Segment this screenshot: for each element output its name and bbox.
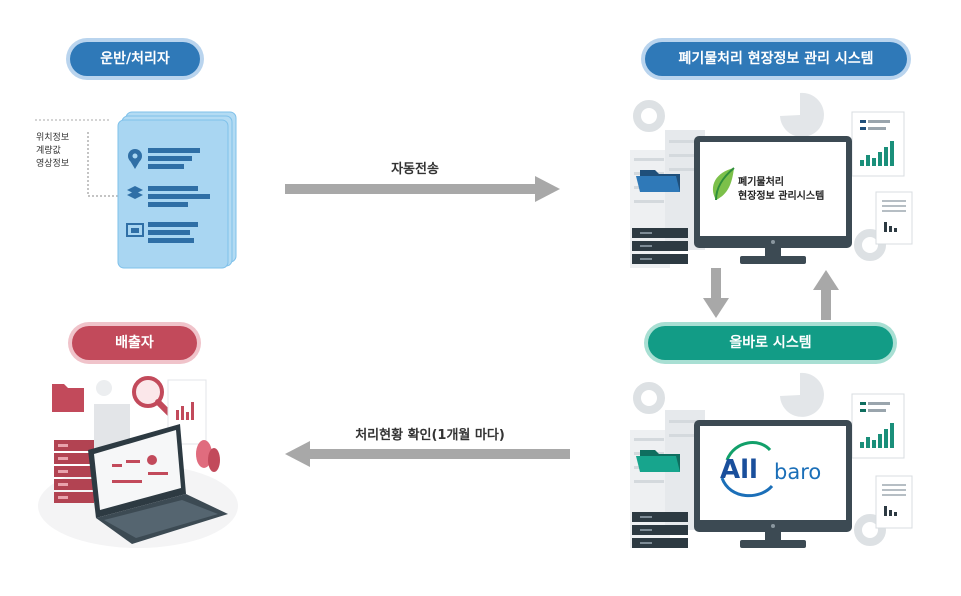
discharger-illustration <box>38 376 238 548</box>
label-auto-transmit: 자동전송 <box>391 162 439 177</box>
device-info-video: 영상정보 <box>36 159 70 169</box>
screen-top-title: 폐기물처리 현장정보 관리시스템 <box>738 176 824 204</box>
node-waste-system: 폐기물처리 현장정보 관리 시스템 <box>645 42 907 76</box>
allbaro-system-illustration <box>630 372 913 548</box>
screen-top-line2: 현장정보 관리시스템 <box>738 191 825 202</box>
node-transporter: 운반/처리자 <box>70 42 200 76</box>
arrow-check-monthly <box>285 441 570 467</box>
label-check-monthly: 처리현황 확인(1개월 마다) <box>355 428 505 443</box>
image-icon <box>126 223 144 237</box>
arrow-auto-transmit <box>285 176 560 202</box>
location-pin-icon <box>128 149 142 169</box>
allbaro-logo-all: All <box>720 455 758 485</box>
screen-top-line1: 폐기물처리 <box>738 177 784 188</box>
device-info-weight: 계량값 <box>36 146 61 156</box>
device-info-list: 위치정보 계량값 영상정보 <box>36 132 69 171</box>
layers-icon <box>127 186 143 199</box>
leaf-logo-icon <box>712 167 735 201</box>
magnifier-icon <box>132 376 173 417</box>
node-discharger: 배출자 <box>72 326 197 360</box>
device-documents-illustration <box>35 111 237 269</box>
device-info-location: 위치정보 <box>36 133 70 143</box>
arrow-down <box>703 268 729 318</box>
allbaro-logo-baro: baro <box>774 460 822 484</box>
waste-system-illustration <box>630 92 913 268</box>
node-allbaro-system: 올바로 시스템 <box>648 326 893 360</box>
arrow-up <box>813 270 839 320</box>
